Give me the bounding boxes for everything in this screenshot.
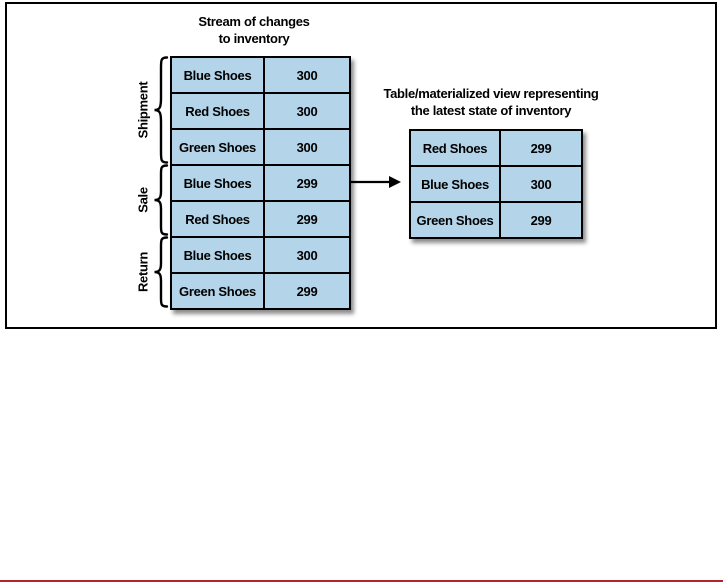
value-cell: 300 [263, 56, 351, 94]
stream-table-row: Red Shoes 299 [170, 200, 351, 238]
brace-shipment [154, 56, 169, 164]
stream-table-row: Red Shoes 300 [170, 92, 351, 130]
stream-table-row: Green Shoes 300 [170, 128, 351, 166]
stream-title-line1: Stream of changes [198, 14, 310, 29]
value-cell: 299 [499, 201, 583, 239]
value-cell: 300 [499, 165, 583, 203]
group-label-sale: Sale [135, 187, 151, 213]
value-cell: 299 [499, 129, 583, 167]
value-cell: 299 [263, 272, 351, 310]
item-cell: Red Shoes [409, 129, 501, 167]
item-cell: Blue Shoes [170, 56, 265, 94]
right-arrow-icon [351, 176, 401, 188]
item-cell: Green Shoes [409, 201, 501, 239]
stream-title: Stream of changes to inventory [165, 14, 343, 47]
value-cell: 299 [263, 164, 351, 202]
group-label-return: Return [135, 251, 151, 293]
view-title-line2: the latest state of inventory [410, 102, 572, 118]
materialized-view-table: Red Shoes 299 Blue Shoes 300 Green Shoes… [409, 129, 583, 239]
stream-table-row: Blue Shoes 300 [170, 236, 351, 274]
brace-return [154, 236, 169, 308]
item-cell: Red Shoes [170, 200, 265, 238]
view-table-row: Blue Shoes 300 [409, 165, 583, 203]
view-table-row: Red Shoes 299 [409, 129, 583, 167]
view-table-row: Green Shoes 299 [409, 201, 583, 239]
bottom-accent-line [0, 580, 723, 582]
item-cell: Green Shoes [170, 272, 265, 310]
stream-table: Blue Shoes 300 Red Shoes 300 Green Shoes… [170, 56, 351, 310]
view-title-line1: Table/materialized view representing [383, 86, 599, 101]
item-cell: Red Shoes [170, 92, 265, 130]
value-cell: 300 [263, 92, 351, 130]
stream-table-row: Green Shoes 299 [170, 272, 351, 310]
item-cell: Blue Shoes [409, 165, 501, 203]
item-cell: Green Shoes [170, 128, 265, 166]
value-cell: 299 [263, 200, 351, 238]
value-cell: 300 [263, 128, 351, 166]
brace-sale [154, 164, 169, 236]
value-cell: 300 [263, 236, 351, 274]
stream-title-line2: to inventory [218, 30, 290, 46]
item-cell: Blue Shoes [170, 236, 265, 274]
item-cell: Blue Shoes [170, 164, 265, 202]
stream-table-row: Blue Shoes 300 [170, 56, 351, 94]
stream-table-row: Blue Shoes 299 [170, 164, 351, 202]
figure-frame: Stream of changes to inventory Blue Shoe… [5, 2, 717, 329]
group-label-shipment: Shipment [135, 81, 151, 139]
materialized-view-title: Table/materialized view representing the… [375, 86, 607, 119]
